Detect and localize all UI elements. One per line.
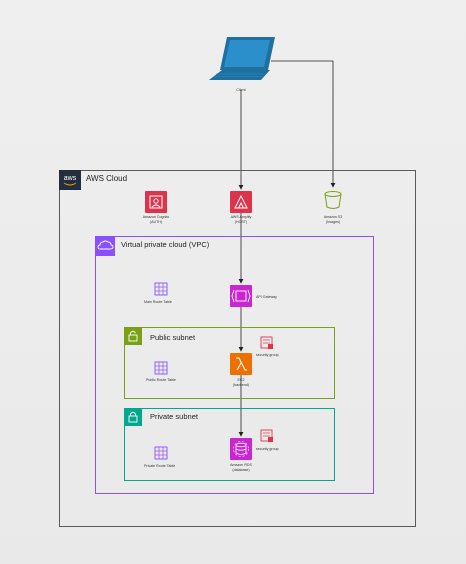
api-gateway-icon [231, 289, 251, 303]
amplify-icon [234, 194, 248, 209]
client-label: Client [236, 88, 246, 92]
private-subnet-group [124, 408, 335, 481]
public-route-table-label: Public Route Table [146, 378, 176, 382]
aws-cloud-group [59, 170, 416, 527]
main-route-table [154, 282, 168, 296]
s3-bucket-icon [324, 191, 342, 209]
public-subnet-title: Public subnet [150, 333, 196, 342]
client-node [206, 35, 276, 83]
security-group-icon [260, 429, 273, 442]
private-security-group-label: security group [256, 447, 279, 451]
vpc-title: Virtual private cloud (VPC) [121, 240, 210, 249]
route-table-icon [154, 282, 168, 296]
arrow-client-to-s3 [271, 60, 336, 188]
rds-service [230, 438, 252, 460]
cognito-label: Amazon Cognito(AUTH) [142, 215, 170, 224]
route-table-icon [154, 361, 168, 375]
public-subnet-group [124, 327, 335, 399]
private-route-table-label: Private Route Table [144, 464, 176, 468]
public-subnet-badge [124, 327, 142, 345]
rds-label: Amazon RDS(database) [230, 463, 252, 472]
amplify-service [230, 191, 252, 213]
svg-text:aws: aws [64, 175, 77, 182]
public-security-group-label: security group [256, 353, 279, 357]
private-route-table [154, 446, 168, 460]
ec2-label: EC2(backend) [233, 378, 249, 387]
security-group-icon [260, 336, 273, 349]
lambda-icon [236, 357, 247, 371]
public-security-group [260, 336, 274, 350]
public-route-table [154, 361, 168, 375]
s3-label: Amazon S3(Images) [323, 215, 343, 224]
private-subnet-title: Private subnet [150, 412, 198, 421]
laptop-icon [209, 37, 275, 80]
cognito-icon [149, 195, 163, 209]
rds-icon [233, 441, 249, 457]
s3-service [322, 189, 344, 211]
lock-icon [128, 330, 138, 342]
vpc-badge [95, 236, 115, 256]
ec2-service [230, 353, 252, 375]
private-subnet-badge [124, 408, 142, 426]
route-table-icon [154, 446, 168, 460]
private-security-group [260, 429, 274, 443]
apigw-label: API Gateway [256, 295, 277, 299]
lock-icon [128, 411, 138, 423]
cognito-service [145, 191, 167, 213]
main-route-table-label: Main Route Table [144, 300, 172, 304]
apigw-service [230, 285, 252, 307]
vpc-group [95, 236, 374, 494]
aws-logo: aws [59, 170, 81, 190]
cloud-icon [97, 240, 114, 250]
aws-cloud-title: AWS Cloud [86, 174, 128, 183]
amplify-label: AWS Amplify(HOST) [230, 215, 252, 224]
